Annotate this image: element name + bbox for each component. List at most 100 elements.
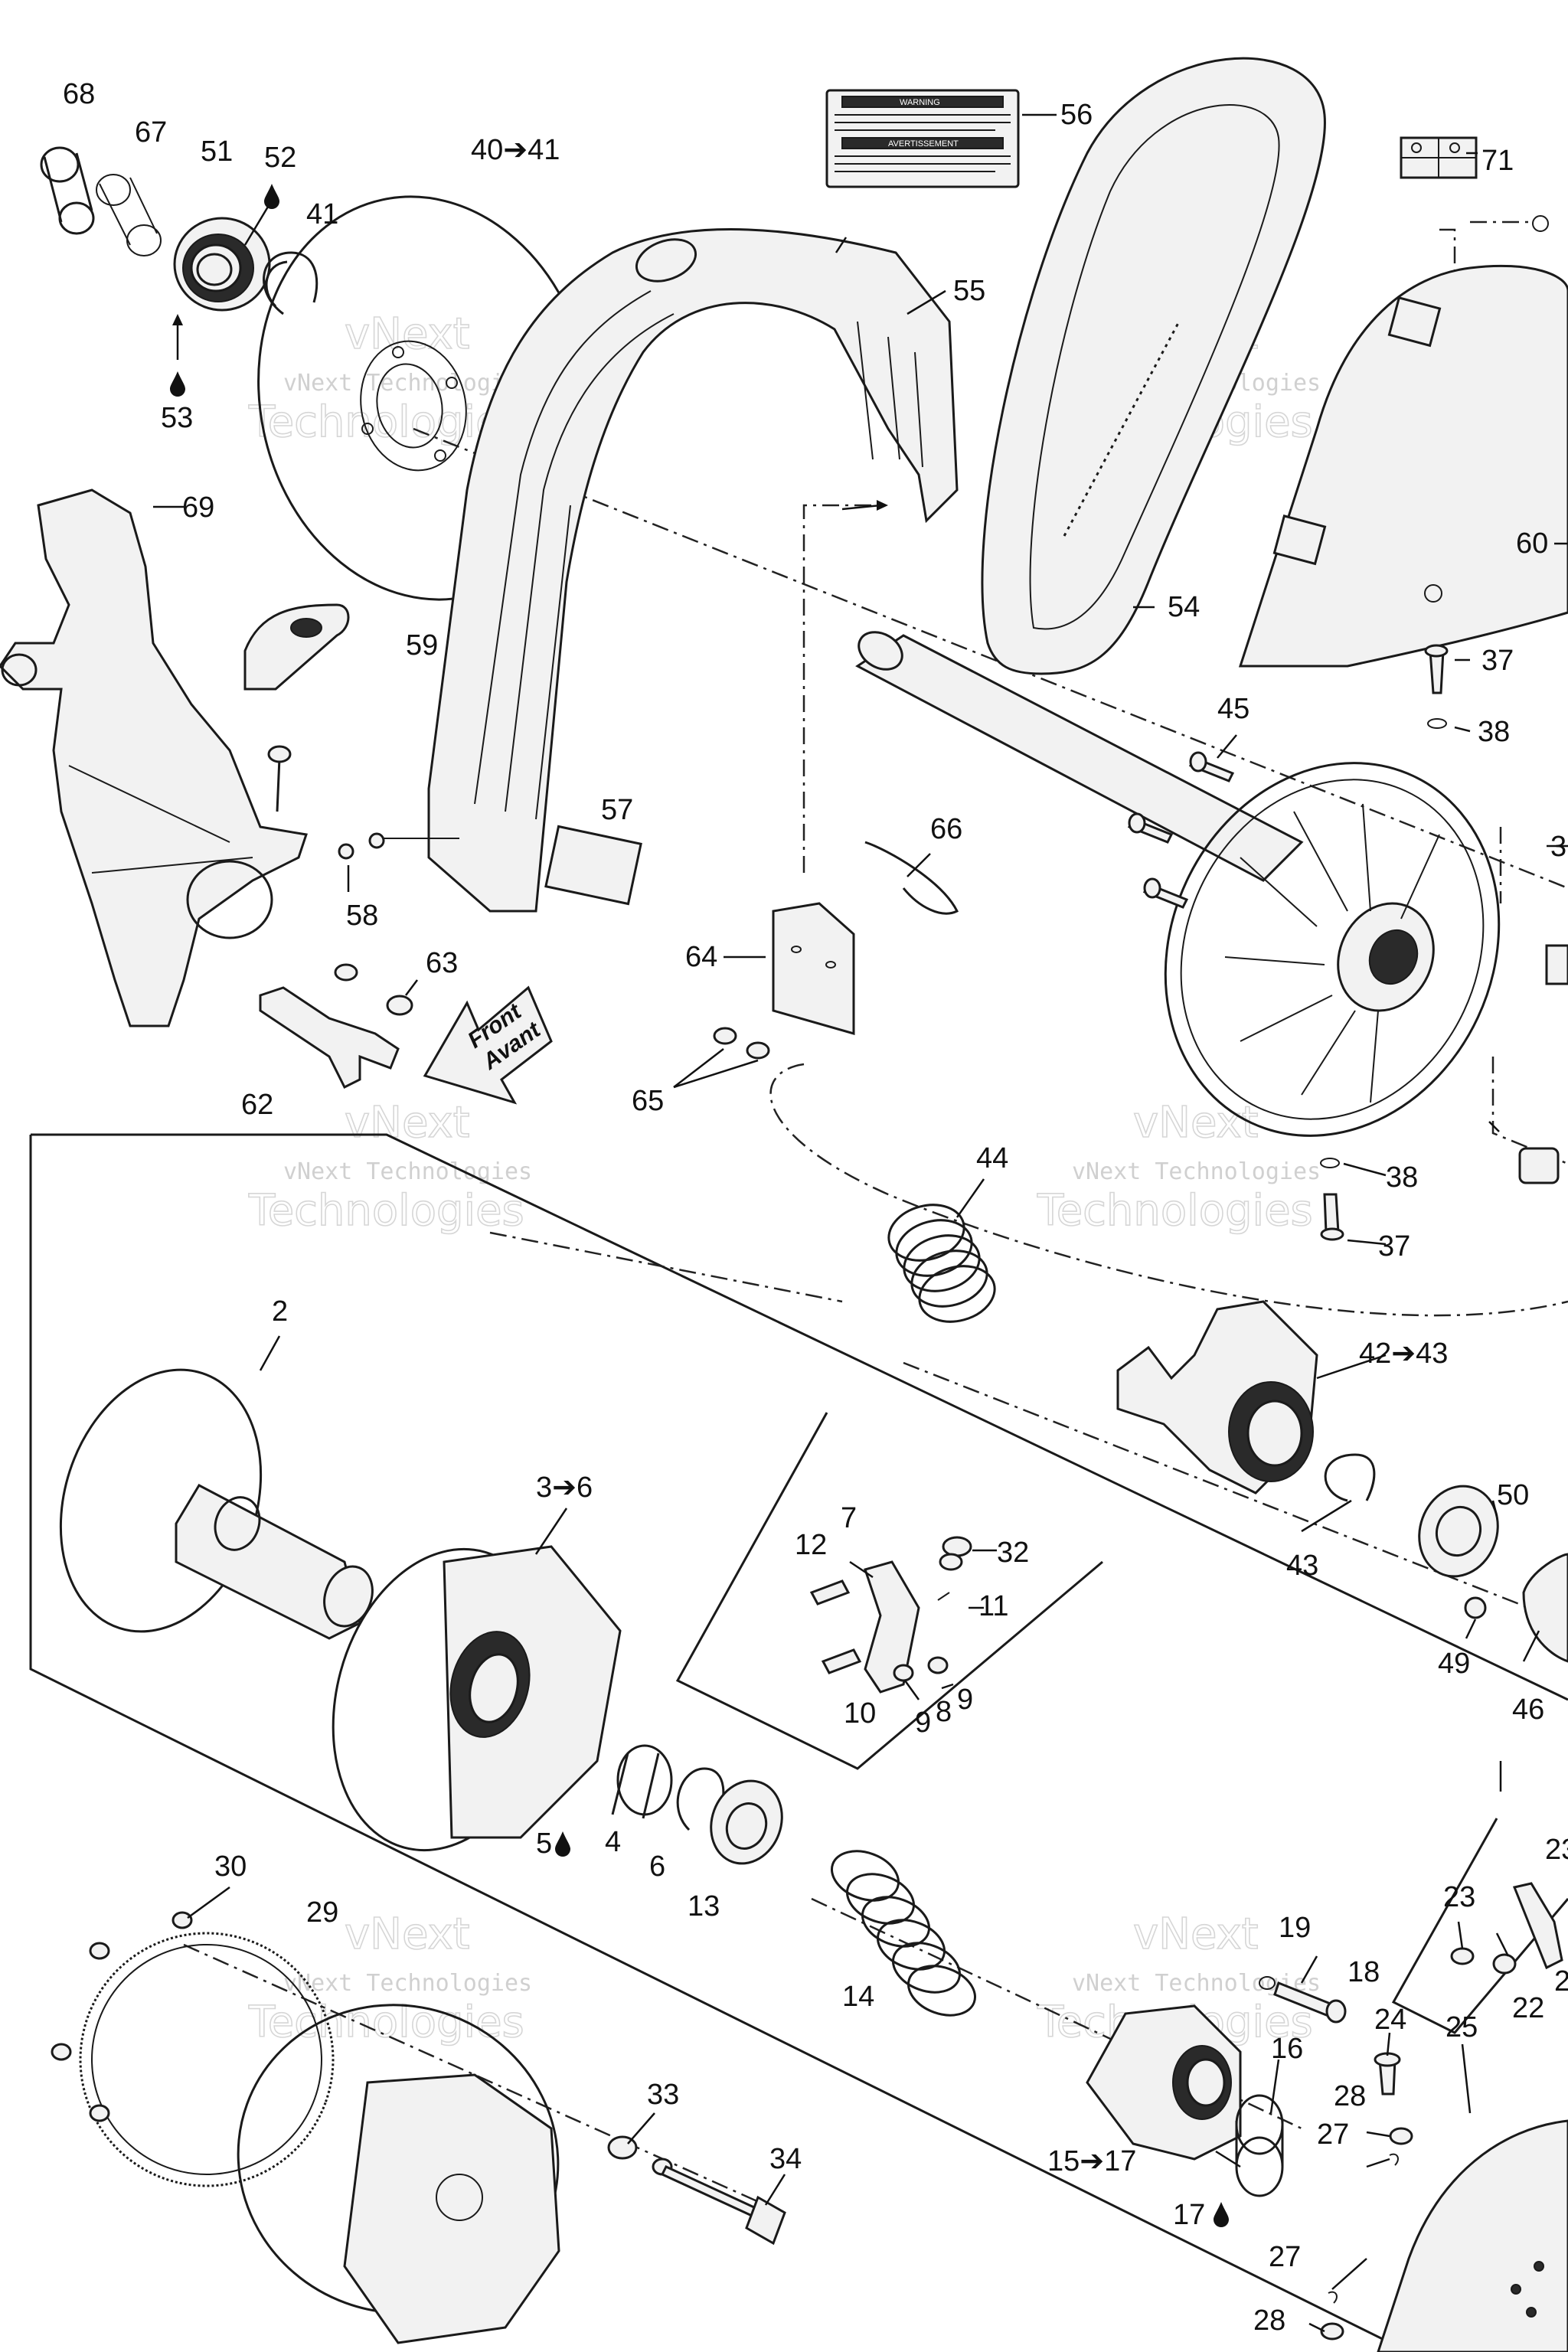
svg-text:vNext Technologies: vNext Technologies bbox=[1072, 1158, 1321, 1185]
callout-41: 41 bbox=[306, 198, 338, 230]
callout-8: 8 bbox=[936, 1696, 952, 1728]
svg-text:vNext Technologies: vNext Technologies bbox=[283, 1970, 532, 1997]
grommet-63 bbox=[386, 995, 413, 1016]
callout-63: 63 bbox=[426, 947, 458, 979]
callout-62: 62 bbox=[241, 1089, 273, 1121]
support-bracket-69 bbox=[0, 488, 308, 1027]
callout-67: 67 bbox=[135, 116, 167, 149]
callout-64: 64 bbox=[685, 941, 717, 973]
callout-3-right: 3 bbox=[1550, 831, 1566, 863]
callout-15-17: 15➔17 bbox=[1047, 2145, 1136, 2177]
spider-15 bbox=[1086, 2004, 1242, 2161]
callout-5: 5 bbox=[536, 1828, 552, 1860]
hinge-64 bbox=[772, 902, 855, 1035]
washer-right bbox=[1532, 215, 1549, 232]
pins-37-38 bbox=[1320, 644, 1449, 1241]
svg-text:vNext Technologies: vNext Technologies bbox=[283, 1158, 532, 1185]
callout-19: 19 bbox=[1279, 1912, 1311, 1944]
washer-50 bbox=[1418, 1485, 1499, 1578]
svg-text:vNext: vNext bbox=[345, 1098, 470, 1148]
callout-22: 22 bbox=[1512, 1992, 1544, 2024]
callout-56: 56 bbox=[1060, 99, 1093, 131]
bolts-45 bbox=[1127, 751, 1235, 909]
bearing-sleeve-68 bbox=[40, 146, 95, 235]
spring-14 bbox=[830, 1850, 977, 2017]
hair-pin-66 bbox=[864, 841, 959, 915]
callout-17: 17 bbox=[1173, 2199, 1205, 2231]
bushing-4-5 bbox=[611, 1744, 673, 1819]
callout-33: 33 bbox=[647, 2079, 679, 2111]
right-side-parts bbox=[1518, 944, 1568, 1184]
driven-pulley-3 bbox=[1164, 762, 1501, 1137]
warning-label-56: WARNING AVERTISSEMENT bbox=[825, 89, 1020, 188]
exploded-view-frame bbox=[29, 1133, 1568, 2352]
callout-24: 24 bbox=[1374, 2004, 1406, 2036]
callout-37-top: 37 bbox=[1481, 645, 1514, 677]
front-direction-arrow: Front Avant bbox=[423, 985, 553, 1105]
callout-51: 51 bbox=[201, 136, 233, 168]
belt-guard-frame-55 bbox=[427, 228, 959, 913]
callout-27-top: 27 bbox=[1317, 2118, 1349, 2151]
callout-55: 55 bbox=[953, 275, 985, 307]
callout-23-right: 23 bbox=[1545, 1834, 1568, 1866]
callout-45: 45 bbox=[1217, 693, 1250, 725]
latch-62 bbox=[259, 963, 400, 1089]
callout-60: 60 bbox=[1516, 528, 1548, 560]
svg-text:vNext: vNext bbox=[1133, 1909, 1259, 1959]
callout-42-43: 42➔43 bbox=[1359, 1338, 1448, 1370]
outer-guard-cover-60 bbox=[1238, 264, 1568, 668]
svg-text:vNext: vNext bbox=[1133, 1098, 1259, 1148]
callout-28-top: 28 bbox=[1334, 2080, 1366, 2112]
callout-25: 25 bbox=[1446, 2011, 1478, 2043]
callout-18: 18 bbox=[1348, 1956, 1380, 1988]
callout-3-6: 3➔6 bbox=[536, 1472, 593, 1504]
callout-30: 30 bbox=[214, 1851, 247, 1883]
callout-69: 69 bbox=[182, 492, 214, 524]
svg-text:vNext: vNext bbox=[345, 1909, 470, 1959]
callout-28-bottom: 28 bbox=[1253, 2305, 1285, 2337]
small-parts-22-28 bbox=[1320, 1882, 1563, 2341]
callout-32: 32 bbox=[997, 1537, 1029, 1569]
bushing-16 bbox=[1235, 2094, 1284, 2197]
svg-text:WARNING: WARNING bbox=[900, 98, 940, 107]
callout-44: 44 bbox=[976, 1142, 1008, 1174]
svg-text:AVERTISSEMENT: AVERTISSEMENT bbox=[888, 139, 959, 149]
callout-38-bottom: 38 bbox=[1386, 1161, 1418, 1194]
warning-decal-71 bbox=[1400, 136, 1478, 179]
svg-text:Technologies: Technologies bbox=[248, 1186, 524, 1236]
sheave-housing-25 bbox=[1377, 2119, 1568, 2352]
callout-10: 10 bbox=[844, 1697, 876, 1730]
cam-42 bbox=[1116, 1300, 1318, 1494]
ring-43 bbox=[1324, 1453, 1376, 1502]
callout-9-right: 9 bbox=[957, 1684, 973, 1716]
callout-66: 66 bbox=[930, 813, 962, 845]
callout-23-left: 23 bbox=[1443, 1881, 1475, 1913]
nut-49-46 bbox=[1464, 1553, 1568, 1663]
driven-shaft bbox=[855, 631, 1304, 882]
oil-drop-icon bbox=[170, 371, 185, 397]
callout-7: 7 bbox=[841, 1502, 857, 1534]
callout-2: 2 bbox=[272, 1295, 288, 1328]
drive-belt-54 bbox=[981, 57, 1326, 675]
fasteners-58 bbox=[338, 832, 459, 860]
callout-38-top: 38 bbox=[1478, 716, 1510, 748]
fixed-sheave-2 bbox=[59, 1368, 374, 1640]
washer-13 bbox=[710, 1779, 783, 1865]
oil-drop-icon bbox=[264, 184, 279, 209]
callout-12: 12 bbox=[795, 1529, 827, 1561]
callout-37-bottom: 37 bbox=[1378, 1230, 1410, 1263]
svg-text:vNext: vNext bbox=[345, 309, 470, 359]
ring-gear-29 bbox=[79, 1932, 335, 2187]
callout-43: 43 bbox=[1286, 1550, 1318, 1582]
callout-13: 13 bbox=[688, 1890, 720, 1922]
bolt-18-19 bbox=[1259, 1976, 1347, 2024]
callout-58: 58 bbox=[346, 900, 378, 932]
center-lines bbox=[183, 220, 1568, 2207]
leader-lines bbox=[153, 113, 1568, 2333]
callout-40-41: 40➔41 bbox=[471, 134, 560, 166]
svg-text:vNext Technologies: vNext Technologies bbox=[283, 370, 532, 397]
bolt-33-34 bbox=[607, 2135, 786, 2246]
bushing-67 bbox=[96, 174, 162, 256]
